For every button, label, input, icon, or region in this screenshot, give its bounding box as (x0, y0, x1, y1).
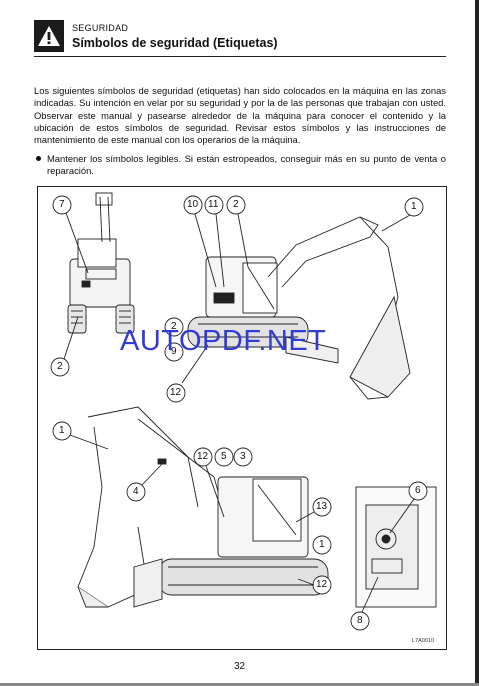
callout-12-bottom: 12 (316, 579, 328, 590)
callout-2-mid: 2 (171, 321, 177, 332)
section-label: SEGURIDAD (72, 23, 129, 33)
callout-1-lower: 1 (319, 539, 325, 550)
bullet-text: Mantener los símbolos legibles. Si están… (47, 153, 446, 177)
intro-paragraph: Los siguientes símbolos de seguridad (et… (34, 85, 446, 146)
watermark-text: AUTOPDF.NET (120, 325, 327, 357)
callout-6: 6 (415, 485, 421, 496)
callout-11: 11 (208, 199, 219, 210)
callout-leaders (63, 212, 415, 613)
side-view-excavator-top (187, 216, 411, 400)
bullet-dot-icon (36, 156, 41, 161)
callout-5: 5 (221, 451, 227, 462)
page-number: 32 (233, 661, 246, 672)
callout-1-bottom: 1 (59, 425, 65, 436)
callout-7: 7 (59, 199, 65, 210)
detail-inset (355, 486, 437, 608)
page-header: SEGURIDAD Símbolos de seguridad (Etiquet… (34, 20, 446, 58)
warning-triangle-icon (34, 20, 64, 52)
excavator-illustration: 7 2 10 11 2 1 2 9 12 1 4 12 5 3 13 1 12 … (37, 186, 447, 650)
callout-12-top: 12 (170, 387, 182, 398)
callout-12-mid: 12 (197, 451, 209, 462)
callout-10: 10 (187, 199, 199, 210)
callout-3: 3 (240, 451, 246, 462)
header-rule (34, 56, 446, 57)
callout-2-top: 2 (233, 199, 239, 210)
page-edge-bottom (0, 683, 479, 686)
callout-1-top: 1 (411, 201, 417, 212)
callout-markers (50, 195, 428, 631)
page-edge-right (475, 0, 479, 686)
bullet-item: Mantener los símbolos legibles. Si están… (34, 153, 446, 178)
side-view-excavator-bottom (77, 406, 329, 608)
callout-4: 4 (133, 486, 139, 497)
callout-8: 8 (357, 615, 363, 626)
callout-2-rear: 2 (57, 361, 63, 372)
rear-view-excavator (67, 192, 135, 334)
callout-13: 13 (316, 501, 328, 512)
figure-code: L7A0010 (412, 638, 435, 644)
callout-9: 9 (171, 346, 177, 357)
page-title: Símbolos de seguridad (Etiquetas) (72, 36, 278, 50)
